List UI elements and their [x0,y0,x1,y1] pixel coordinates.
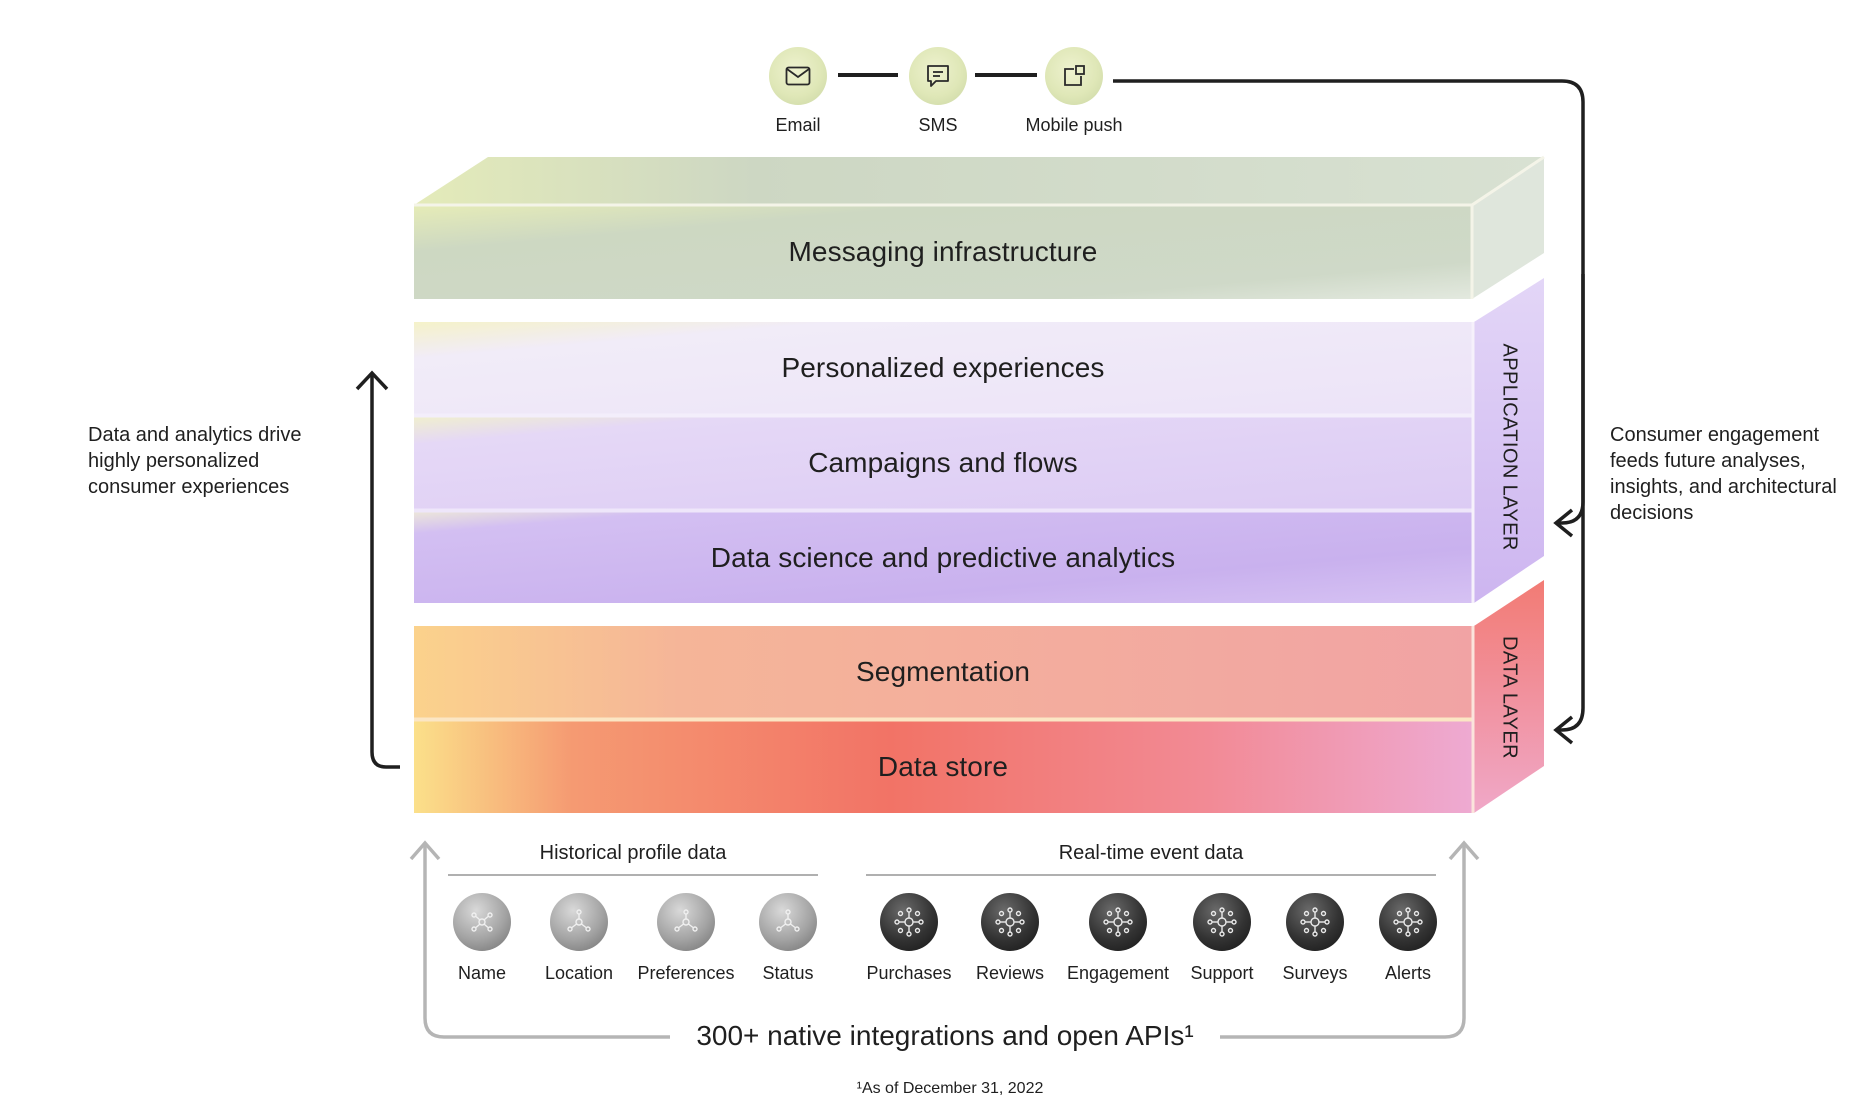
source-label: Name [457,963,506,983]
profile-node-icon [453,893,511,951]
source-label: Alerts [1384,963,1431,983]
left-note: Data and analytics drive highly personal… [88,424,302,498]
source-label: Location [544,963,614,983]
event-hub-icon [1193,893,1251,951]
profile-node-icon [550,893,608,951]
integrations-label: 300+ native integrations and open APIs¹ [670,1016,1220,1056]
layer-data-science: Data science and predictive analytics [414,512,1472,603]
email-icon [769,47,827,105]
realtime-event-title: Real-time event data [1058,842,1244,864]
event-hub-icon [1379,893,1437,951]
layer-campaigns-and-flows: Campaigns and flows [414,417,1472,509]
sms-icon [909,47,967,105]
source-purchases: Purchases [854,893,964,984]
source-label: Status [762,963,814,983]
source-status: Status [733,893,843,984]
channel-label: SMS [918,115,958,135]
layer-label: Personalized experiences [781,352,1105,383]
right-note: Consumer engagement feeds future analyse… [1610,424,1837,524]
layer-label: Messaging infrastructure [788,236,1098,267]
layer-messaging-infrastructure: Messaging infrastructure [414,205,1472,299]
source-alerts: Alerts [1353,893,1463,984]
profile-node-icon [759,893,817,951]
event-hub-icon [1089,893,1147,951]
layer-personalized-experiences: Personalized experiences [414,322,1472,414]
layer-data-store: Data store [414,721,1472,813]
footnote: ¹As of December 31, 2022 [856,1080,1044,1097]
source-label: Surveys [1282,963,1348,983]
source-preferences: Preferences [631,893,741,984]
historical-divider [448,874,818,876]
layer-label: Data store [877,751,1009,782]
application-layer-label: APPLICATION LAYER [1498,343,1521,551]
layer-label: Campaigns and flows [808,447,1078,478]
source-surveys: Surveys [1260,893,1370,984]
channel-email: Email [738,47,858,136]
source-location: Location [524,893,634,984]
layer-label: Segmentation [856,656,1030,687]
event-hub-icon [981,893,1039,951]
source-label: Engagement [1066,963,1170,983]
source-reviews: Reviews [955,893,1065,984]
source-label: Purchases [866,963,952,983]
realtime-divider [866,874,1436,876]
source-label: Preferences [637,963,735,983]
source-label: Reviews [975,963,1045,983]
channel-mobile-push: Mobile push [1014,47,1134,136]
profile-node-icon [657,893,715,951]
layer-label: Data science and predictive analytics [710,541,1176,573]
source-label: Support [1190,963,1254,983]
historical-profile-title: Historical profile data [539,842,727,864]
source-support: Support [1167,893,1277,984]
source-name: Name [427,893,537,984]
mobile-push-icon [1045,47,1103,105]
layer-segmentation: Segmentation [414,626,1472,718]
data-layer-label: DATA LAYER [1498,636,1521,759]
channel-label: Mobile push [1025,115,1123,135]
channel-label: Email [775,115,821,135]
event-hub-icon [880,893,938,951]
channel-sms: SMS [878,47,998,136]
source-engagement: Engagement [1063,893,1173,984]
event-hub-icon [1286,893,1344,951]
